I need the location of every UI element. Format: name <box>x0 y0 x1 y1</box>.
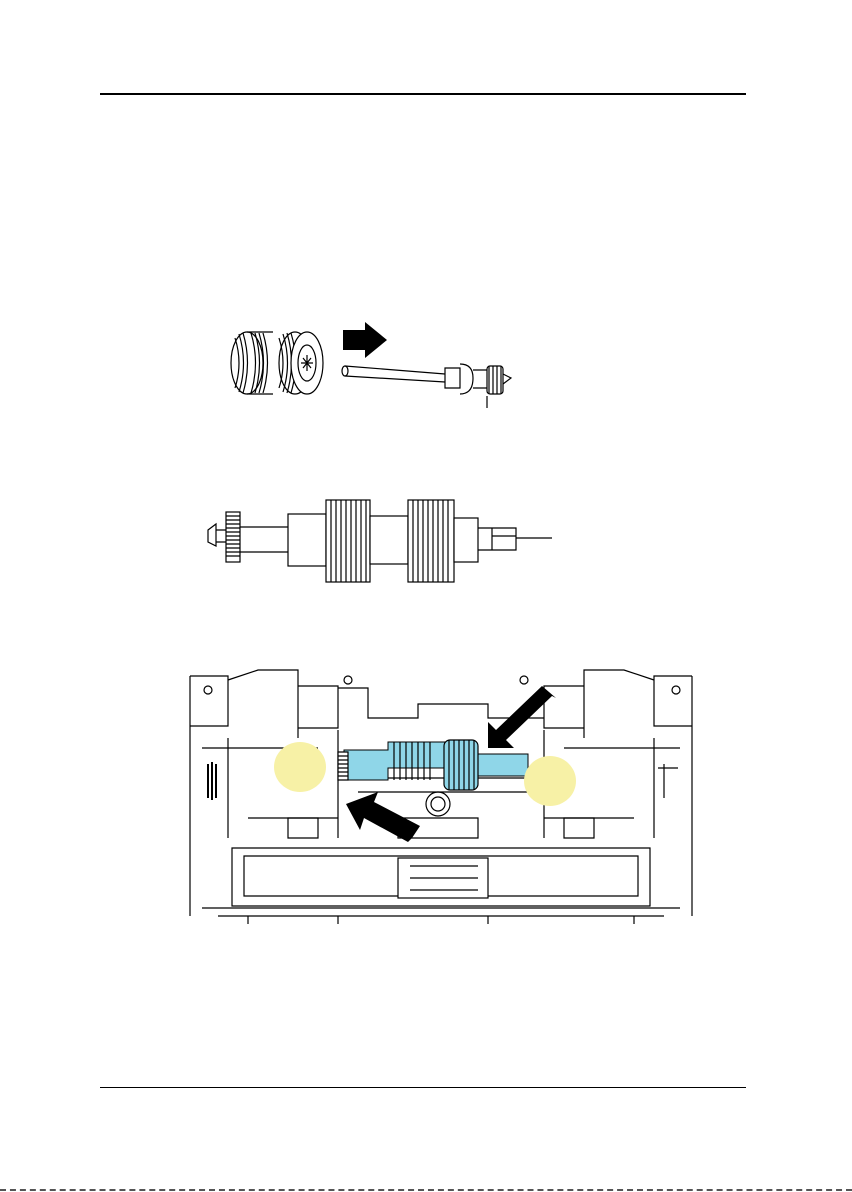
roller-assembly-figure <box>196 494 566 586</box>
hub-middle <box>370 516 408 564</box>
roller-tire-right <box>279 332 323 394</box>
roller-removal-figure <box>215 318 535 418</box>
roller-tire-left <box>231 332 273 394</box>
hub-right <box>454 518 478 562</box>
marker-circle-left <box>274 742 326 792</box>
scanner-frame <box>190 670 692 924</box>
drive-gear <box>208 512 240 562</box>
move-arrow-icon <box>343 322 387 358</box>
page-edge <box>0 1189 852 1191</box>
shaft-right <box>478 528 516 550</box>
scanner-interior-figure <box>188 668 694 930</box>
header-rule <box>100 93 746 95</box>
shaft-left <box>240 527 288 552</box>
roller-tire-left <box>326 500 370 582</box>
marker-circle-right <box>524 756 576 806</box>
shaft <box>342 364 511 408</box>
arrow-upper-icon <box>488 686 556 748</box>
roller-tire-right <box>408 500 454 582</box>
hub-left <box>288 514 326 566</box>
footer-rule <box>100 1087 746 1088</box>
arrow-lower-icon <box>346 792 420 842</box>
